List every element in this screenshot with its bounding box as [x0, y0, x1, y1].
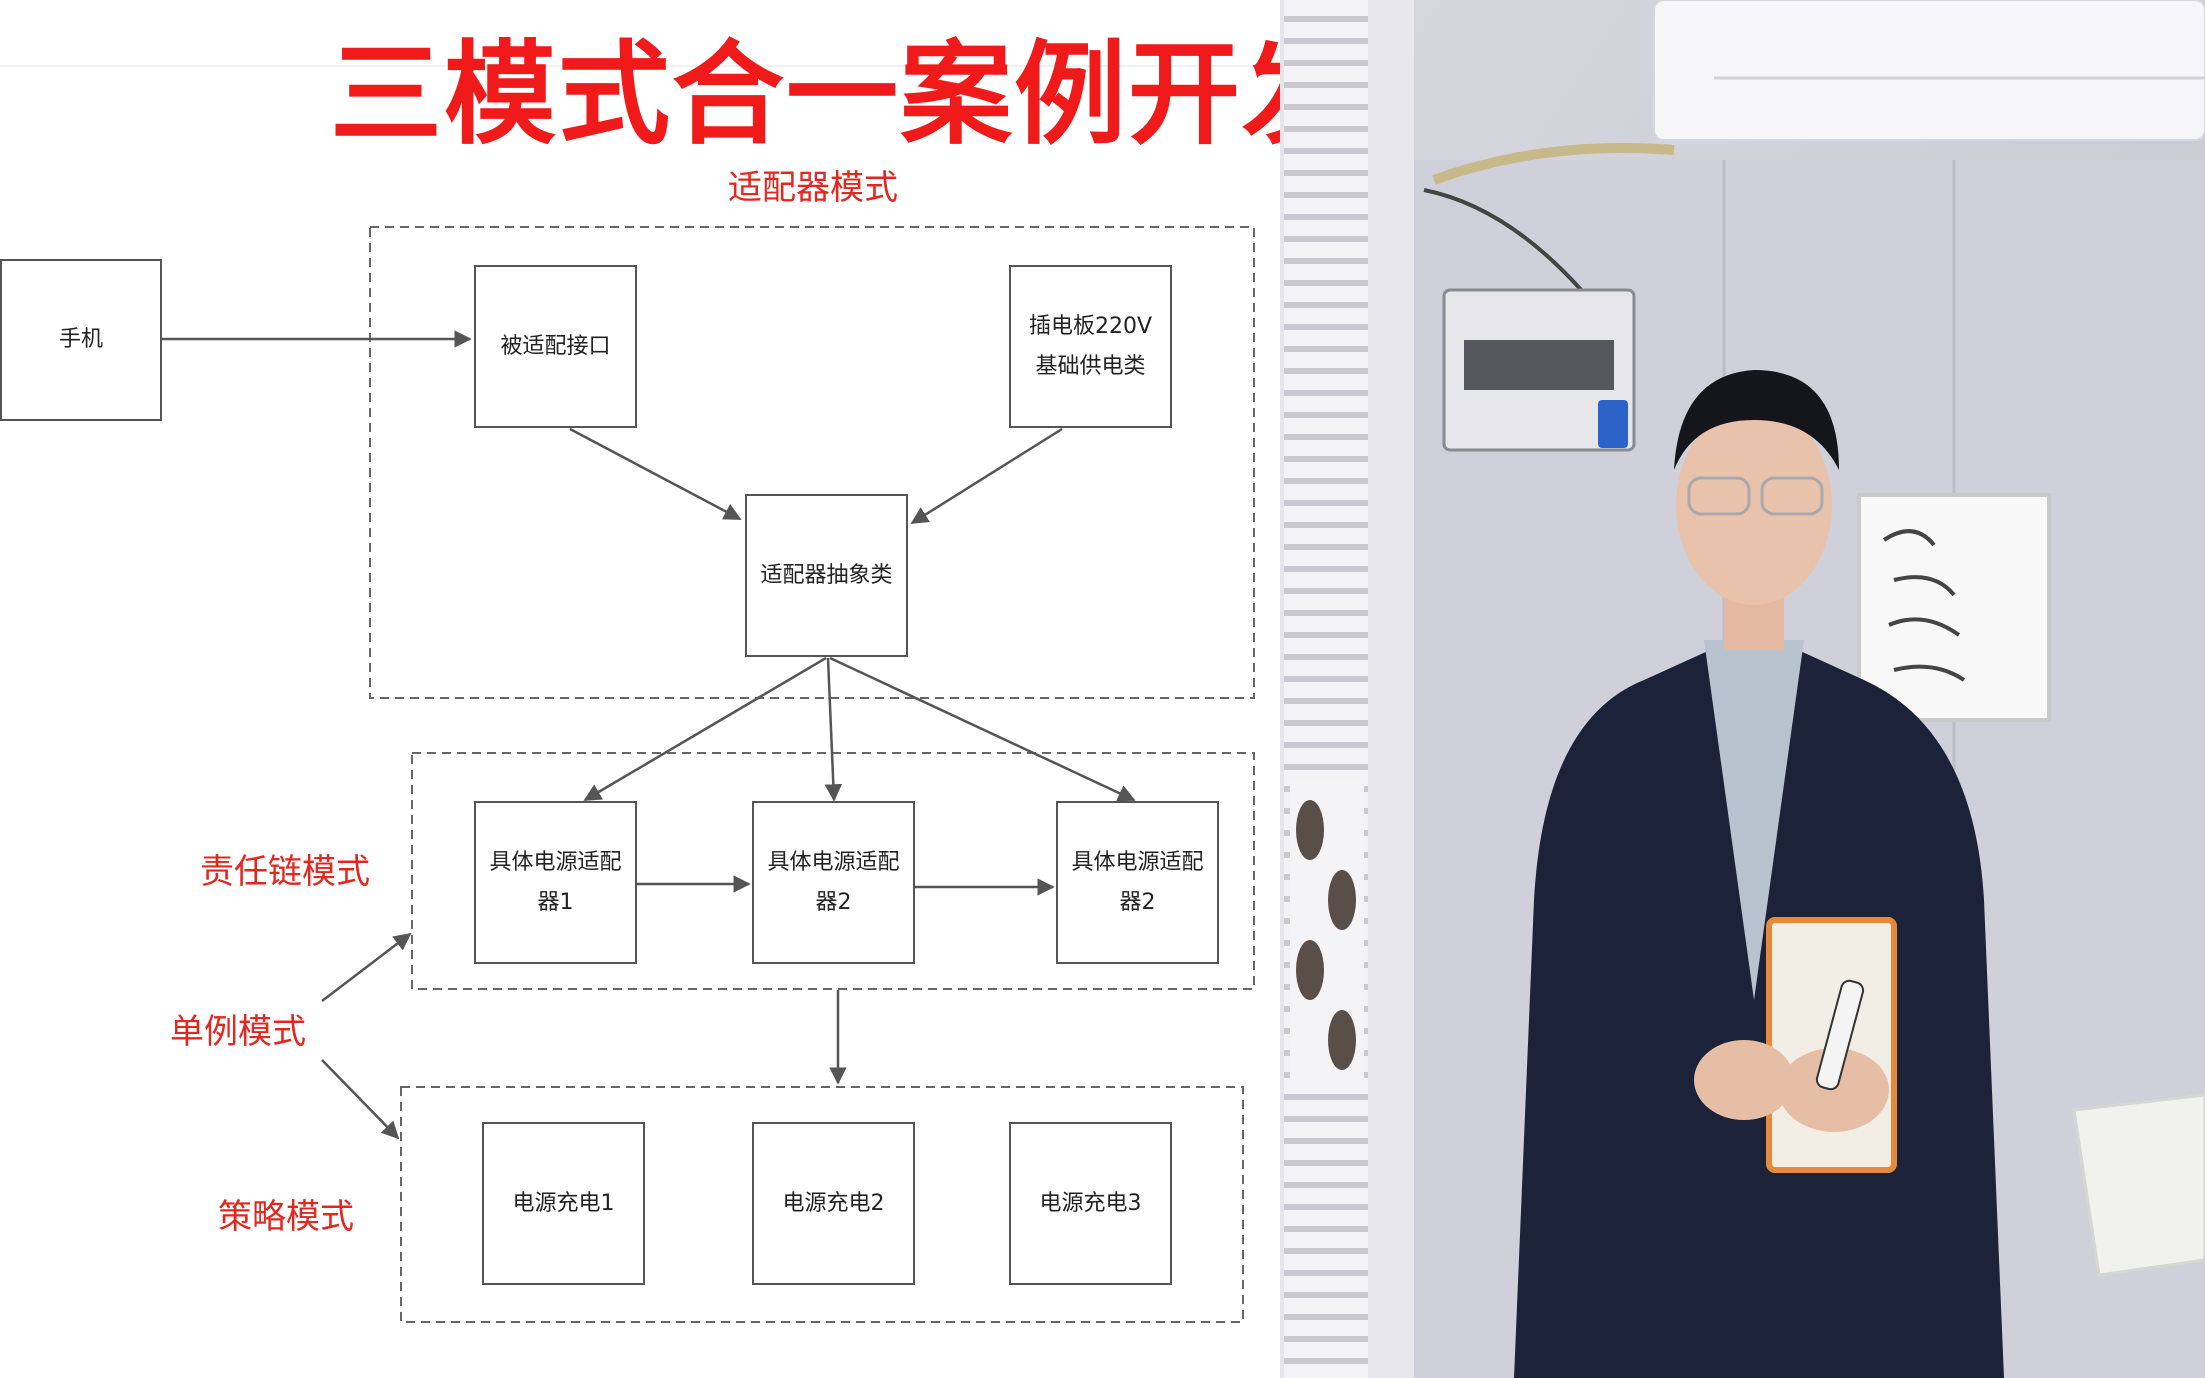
adapter-abstract-node: 适配器抽象类: [745, 494, 908, 657]
whiteboard: [1857, 493, 2051, 722]
door-frame: [1368, 0, 1414, 1378]
concrete-adapter-3-label-line2: 器2: [1119, 889, 1156, 915]
diagram-lines: [0, 65, 1280, 1323]
arrow-powerstrip-to-abstract: [910, 427, 1063, 525]
concrete-adapter-1-label-line2: 器1: [537, 889, 574, 915]
chain-pattern-label: 责任链模式: [200, 852, 370, 892]
charge-1-label: 电源充电1: [512, 1190, 615, 1216]
charge-3-node: 电源充电3: [1009, 1122, 1172, 1285]
arrow-abstract-to-concrete1: [583, 656, 827, 802]
concrete-adapter-1-node: 具体电源适配 器1: [474, 801, 637, 964]
concrete-adapter-3-node: 具体电源适配 器2: [1056, 801, 1219, 964]
strategy-group: [400, 1086, 1244, 1323]
desk-organizer: [2072, 1093, 2205, 1277]
air-conditioner: [1653, 0, 2205, 141]
presenter-shirt: [1704, 640, 1804, 1000]
arrow-abstract-to-concrete3: [829, 656, 1136, 802]
phone-node: 手机: [0, 259, 162, 421]
concrete-adapter-2-label-line2: 器2: [815, 889, 852, 915]
arrow-singleton-to-strategy: [321, 1059, 400, 1140]
shutter-door: [1284, 0, 1368, 1378]
phone-node-label: 手机: [58, 327, 103, 352]
charge-2-label: 电源充电2: [782, 1190, 885, 1216]
arrow-adaptee-to-abstract: [569, 427, 742, 521]
adaptee-interface-label: 被适配接口: [500, 333, 611, 359]
adapter-pattern-label: 适配器模式: [728, 168, 898, 208]
singleton-pattern-label: 单例模式: [170, 1012, 306, 1052]
power-strip-node: 插电板220V 基础供电类: [1009, 265, 1172, 428]
power-strip-label-line2: 基础供电类: [1035, 353, 1146, 379]
glasses-icon: [1687, 476, 1751, 516]
adapter-abstract-label: 适配器抽象类: [760, 562, 893, 588]
concrete-adapter-1-label-line1: 具体电源适配: [489, 849, 622, 875]
presenter-suit: [1514, 630, 2004, 1378]
concrete-adapter-2-label-line1: 具体电源适配: [767, 849, 900, 875]
panel-divider: [1280, 0, 1284, 1378]
page-title: 三模式合一案例开发: [330, 30, 1280, 160]
presenter-face: [1676, 405, 1832, 605]
charge-1-node: 电源充电1: [482, 1122, 645, 1285]
strategy-pattern-label: 策略模式: [218, 1197, 354, 1237]
charge-2-node: 电源充电2: [752, 1122, 915, 1285]
presenter-video-panel: [1284, 0, 2205, 1378]
presenter-video-illustration: [1284, 0, 2205, 1378]
charge-3-label: 电源充电3: [1039, 1190, 1142, 1216]
adapter-group: [369, 226, 1255, 699]
power-strip-label-line1: 插电板220V: [1028, 313, 1153, 339]
arrow-abstract-to-concrete2: [824, 657, 843, 802]
concrete-adapter-2-node: 具体电源适配 器2: [752, 801, 915, 964]
diagram-panel: 三模式合一案例开发 适配器模式 责任链模式 单例模式 策略模式 手机 被适配接口…: [0, 30, 1280, 1323]
marker-pen: [1815, 979, 1865, 1091]
adaptee-interface-node: 被适配接口: [474, 265, 637, 428]
concrete-adapter-3-label-line1: 具体电源适配: [1071, 849, 1204, 875]
arrow-singleton-to-chain: [321, 932, 412, 1002]
presenter-hair: [1674, 370, 1839, 470]
